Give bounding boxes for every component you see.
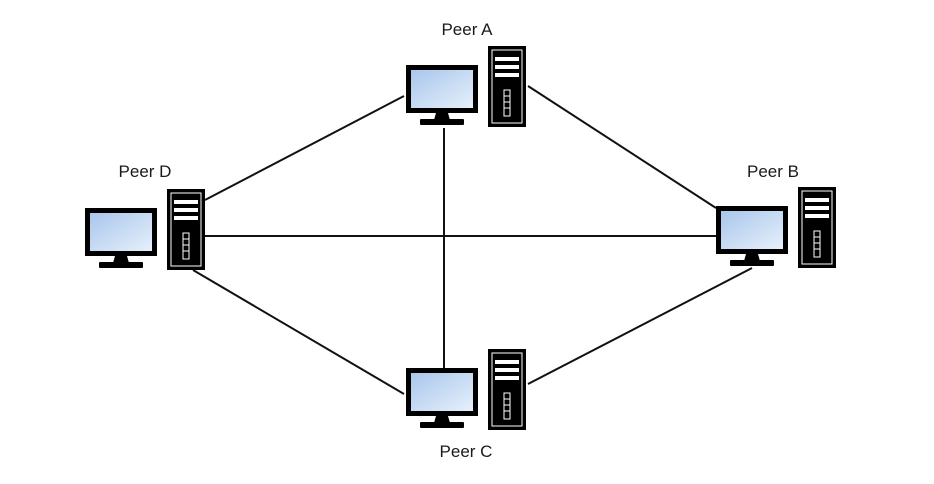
connection-lines bbox=[192, 85, 753, 395]
peer-b-label: Peer B bbox=[747, 162, 799, 181]
peer-a-label: Peer A bbox=[441, 20, 493, 39]
peer-c-node: Peer C bbox=[406, 349, 526, 461]
desktop-computer-icon bbox=[85, 189, 205, 270]
connection-line-a-d bbox=[204, 95, 405, 201]
monitor-icon bbox=[85, 208, 157, 268]
desktop-computer-icon bbox=[716, 187, 836, 268]
peer-c-label: Peer C bbox=[440, 442, 493, 461]
connection-line-c-d bbox=[192, 269, 405, 395]
peer-a-node: Peer A bbox=[406, 20, 526, 127]
peer-d-label: Peer D bbox=[119, 162, 172, 181]
monitor-icon bbox=[716, 206, 788, 266]
peer-d-node: Peer D bbox=[85, 162, 205, 270]
tower-icon bbox=[167, 189, 205, 270]
desktop-computer-icon bbox=[406, 46, 526, 127]
desktop-computer-icon bbox=[406, 349, 526, 430]
peer-b-node: Peer B bbox=[716, 162, 836, 268]
tower-icon bbox=[488, 349, 526, 430]
tower-icon bbox=[798, 187, 836, 268]
connection-line-a-b bbox=[527, 85, 717, 209]
tower-icon bbox=[488, 46, 526, 127]
monitor-icon bbox=[406, 368, 478, 428]
monitor-icon bbox=[406, 65, 478, 125]
connection-line-b-c bbox=[527, 267, 753, 385]
